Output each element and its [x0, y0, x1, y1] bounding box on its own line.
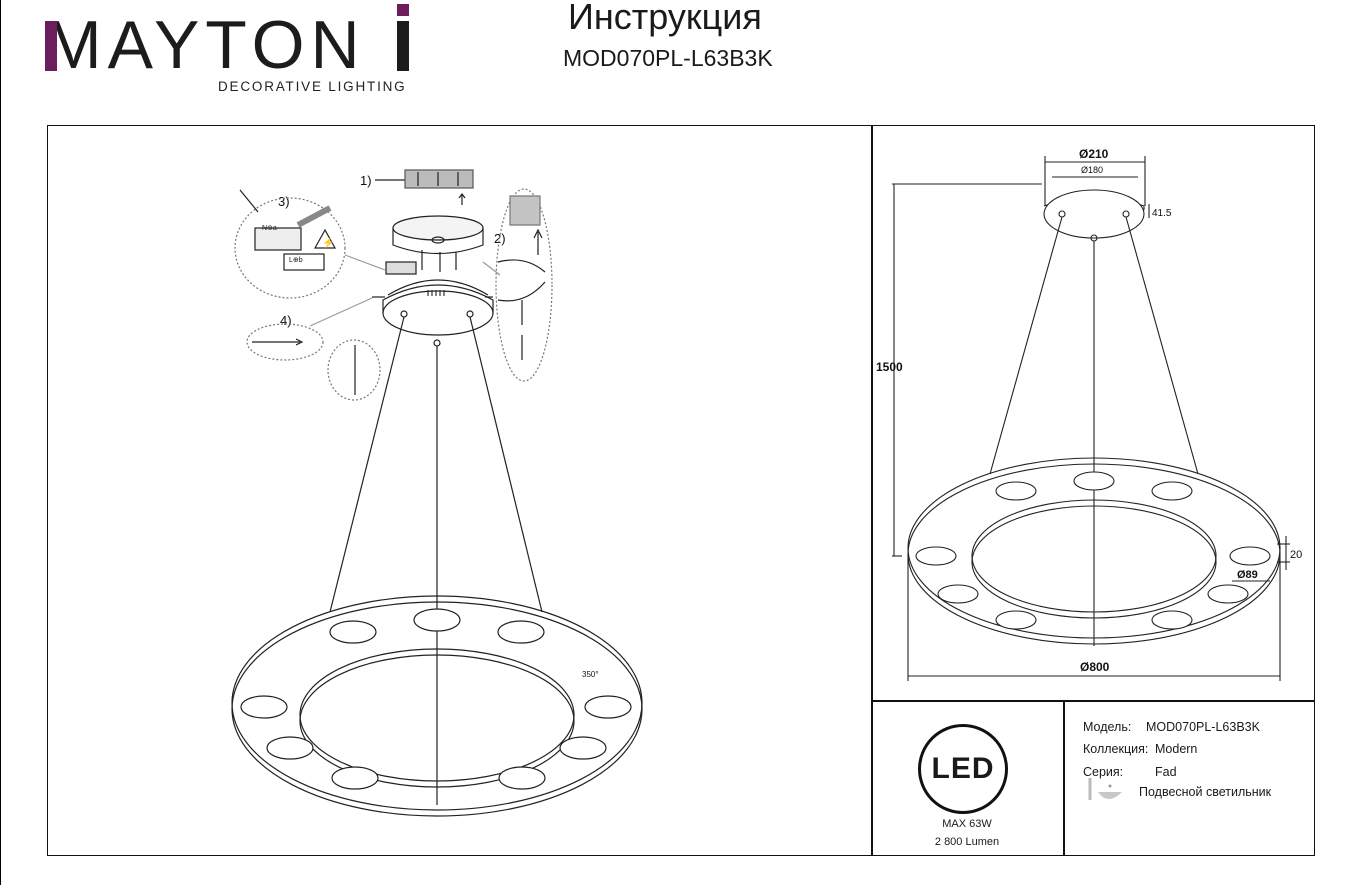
brand-logo: MAYTON DECORATIVE LIGHTING	[45, 4, 425, 99]
dim-ring-diameter: Ø800	[1080, 660, 1110, 674]
brand-tagline: DECORATIVE LIGHTING	[218, 79, 407, 94]
frame-divider-vertical	[871, 125, 873, 856]
installation-drawing: 1) 2) 3) N⊕a L⊕b ⚡ 4)	[231, 169, 643, 817]
dim-height: 1500	[876, 360, 903, 374]
dimension-drawing: Ø210 Ø180 41.5 1500 20 Ø89 Ø800	[876, 147, 1302, 681]
led-power: MAX 63W	[942, 818, 992, 830]
led-badge-icon: LED	[918, 724, 1008, 814]
brand-name-art: MAYTON	[45, 4, 409, 83]
brand-name: MAYTON	[45, 4, 425, 96]
page-title: Инструкция	[568, 0, 762, 37]
model-label: Модель:	[1083, 720, 1132, 734]
step-1-label: 1)	[360, 173, 372, 188]
pendant-lamp-icon	[1088, 778, 1122, 800]
svg-text:N⊕a: N⊕a	[262, 225, 277, 232]
svg-text:MAYTON: MAYTON	[45, 7, 366, 80]
dim-ring-height: 20	[1290, 549, 1302, 561]
step-2-label: 2)	[494, 231, 506, 246]
dim-canopy-inner: Ø180	[1081, 165, 1103, 175]
svg-text:L⊕b: L⊕b	[289, 257, 303, 264]
collection-value: Modern	[1155, 742, 1198, 756]
warning-icon: ⚡	[313, 228, 337, 249]
step-3-label: 3)	[278, 194, 290, 209]
step-4-label: 4)	[280, 313, 292, 328]
dim-canopy-height: 41.5	[1152, 208, 1172, 219]
dim-lamp-diameter: Ø89	[1237, 569, 1258, 581]
led-badge-text: LED	[931, 752, 995, 785]
product-type: Подвесной светильник	[1139, 785, 1272, 799]
drawing-frame	[47, 125, 1315, 856]
led-lumen: 2 800 Lumen	[934, 836, 1000, 848]
page-edge	[0, 0, 1, 885]
dim-canopy-outer: Ø210	[1079, 147, 1109, 161]
frame-divider-horizontal	[871, 700, 1315, 702]
rotation-label: 350°	[582, 670, 599, 679]
collection-label: Коллекция:	[1083, 742, 1149, 756]
model-value: MOD070PL-L63B3K	[1146, 720, 1260, 734]
series-value: Fad	[1155, 765, 1177, 779]
model-heading: MOD070PL-L63B3K	[563, 45, 773, 71]
svg-text:⚡: ⚡	[322, 236, 334, 249]
info-divider	[1063, 700, 1065, 856]
series-label: Серия:	[1083, 765, 1124, 779]
